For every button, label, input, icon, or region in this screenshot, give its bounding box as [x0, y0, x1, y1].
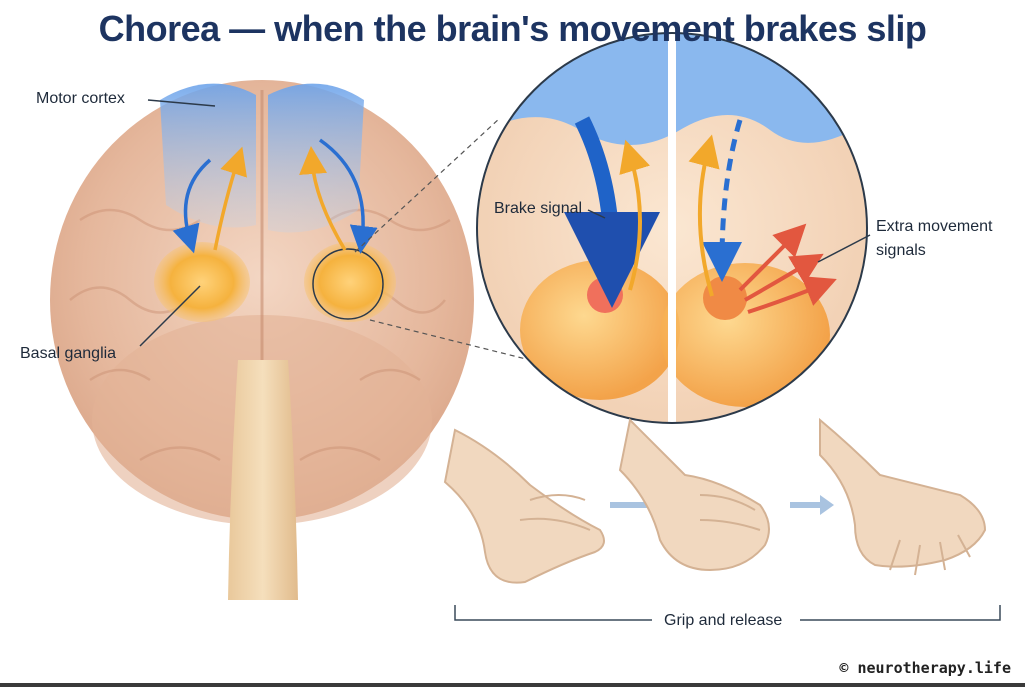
extra-signals-leader	[817, 234, 871, 263]
extra-signals-label-line2: signals	[876, 242, 926, 259]
motor-cortex-label: Motor cortex	[36, 90, 125, 107]
zoom-inset	[476, 32, 868, 424]
basal-ganglia-label: Basal ganglia	[20, 345, 117, 362]
brake-signal-leader	[587, 209, 606, 219]
brake-signal-label: Brake signal	[494, 200, 583, 217]
grip-release-label: Grip and release	[664, 612, 783, 629]
page-title: Chorea — when the brain's movement brake…	[98, 8, 927, 49]
hand-open-curled	[443, 428, 605, 584]
extra-signals-label-line1: Extra movement	[876, 218, 993, 235]
copyright-footer: © neurotherapy.life	[839, 659, 1011, 677]
brain-illustration	[50, 80, 474, 600]
hand-open	[819, 417, 987, 576]
motor-cortex-leader	[147, 99, 216, 107]
grip-release-bracket	[454, 605, 1001, 621]
hand-fist	[618, 417, 770, 572]
hand-arrow-2-head	[820, 495, 834, 515]
zoom-line-bottom	[369, 319, 551, 366]
basal-ganglia-leader	[139, 285, 201, 347]
bottom-border	[0, 683, 1025, 687]
zoom-line-top	[354, 117, 501, 253]
